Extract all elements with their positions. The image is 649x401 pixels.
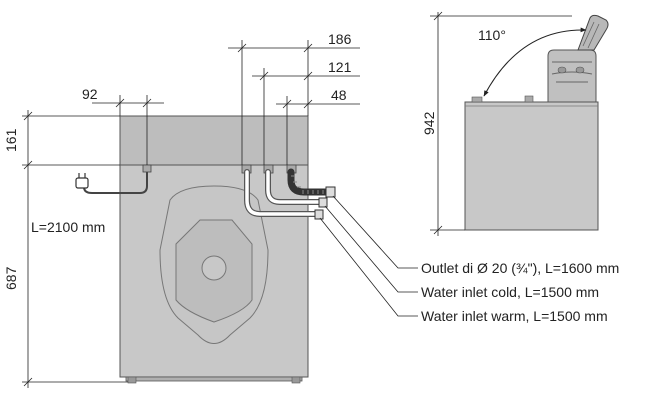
drain-hose — [287, 168, 334, 196]
machine-side-view — [464, 14, 609, 231]
warm-inlet-hose-end — [314, 209, 324, 220]
hoses — [244, 168, 336, 220]
machine-base — [125, 376, 303, 382]
callout-outlet: Outlet di Ø 20 (¾"), L=1600 mm — [421, 260, 619, 276]
side-drawer — [547, 49, 597, 103]
callout-leaders — [319, 195, 418, 317]
dimension-lines — [22, 40, 360, 388]
machine-foot-left — [127, 376, 137, 384]
callout-cold-inlet: Water inlet cold, L=1500 mm — [421, 284, 599, 300]
side-body — [464, 101, 599, 231]
power-connector — [142, 164, 152, 173]
dim-687-label: 687 — [3, 266, 19, 290]
cable-length-label: L=2100 mm — [31, 219, 105, 235]
dim-186-label: 186 — [328, 31, 352, 47]
machine-foot-right — [291, 376, 301, 384]
callout-warm-inlet: Water inlet warm, L=1500 mm — [421, 308, 608, 324]
drum-hub — [201, 255, 227, 281]
power-cable — [75, 172, 148, 194]
dim-48-label: 48 — [331, 87, 347, 103]
side-lid-open — [577, 14, 609, 51]
outlet-hose-end — [325, 186, 336, 198]
side-dimension-lines — [430, 11, 572, 236]
power-plug-icon — [75, 177, 89, 189]
dim-942-label: 942 — [421, 111, 437, 135]
angle-arc — [483, 27, 587, 97]
dim-121-label: 121 — [328, 59, 352, 75]
machine-rear-view — [119, 115, 309, 384]
dim-161-label: 161 — [3, 128, 19, 152]
dim-92-label: 92 — [82, 86, 98, 102]
cold-inlet-hose-end — [318, 197, 328, 208]
machine-lid — [119, 115, 309, 166]
angle-110-label: 110° — [478, 27, 506, 43]
